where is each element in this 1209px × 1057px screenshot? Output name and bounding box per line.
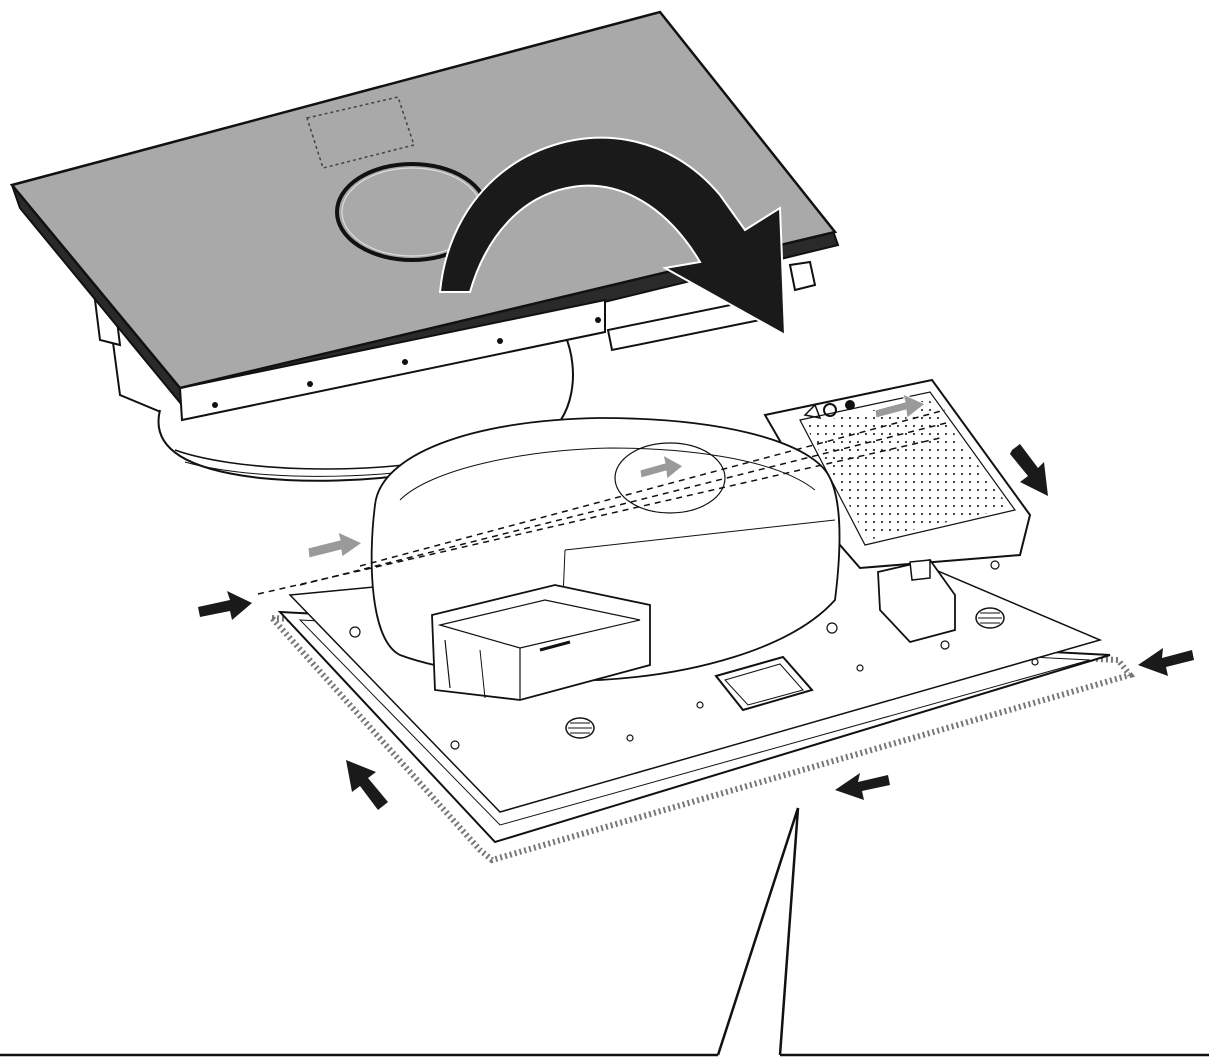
base-unit [257,378,1136,864]
filter-knob-2 [845,400,855,410]
cooktop-screws [212,317,601,408]
curved-rotate-arrow-icon [438,136,787,337]
exhaust-duct [431,584,651,701]
cooktop-front-strip [178,298,606,422]
cooktop-right-bracket [788,260,817,292]
callout-line-right [778,807,800,1056]
detail-callout [0,807,1209,1057]
cooktop-glass-panel [9,10,840,482]
vent-grilles [565,607,1005,739]
arrow-bottom-left [346,760,388,810]
dashed-direction-arrow-icon [307,393,926,559]
cooktop-control-area [306,96,415,169]
arrow-right-in [1138,648,1194,676]
arrow-top-right [1010,444,1048,496]
callout-line-left [716,807,800,1056]
arrow-bottom-center [835,773,890,800]
fan-circle [614,442,726,514]
direction-arrow-icon [198,444,1194,810]
arrow-left-in [198,591,252,620]
cooktop-glass-surface [9,10,838,390]
filter-knob-1 [823,403,837,417]
alignment-guides [257,409,951,595]
base-screws [349,560,1039,750]
